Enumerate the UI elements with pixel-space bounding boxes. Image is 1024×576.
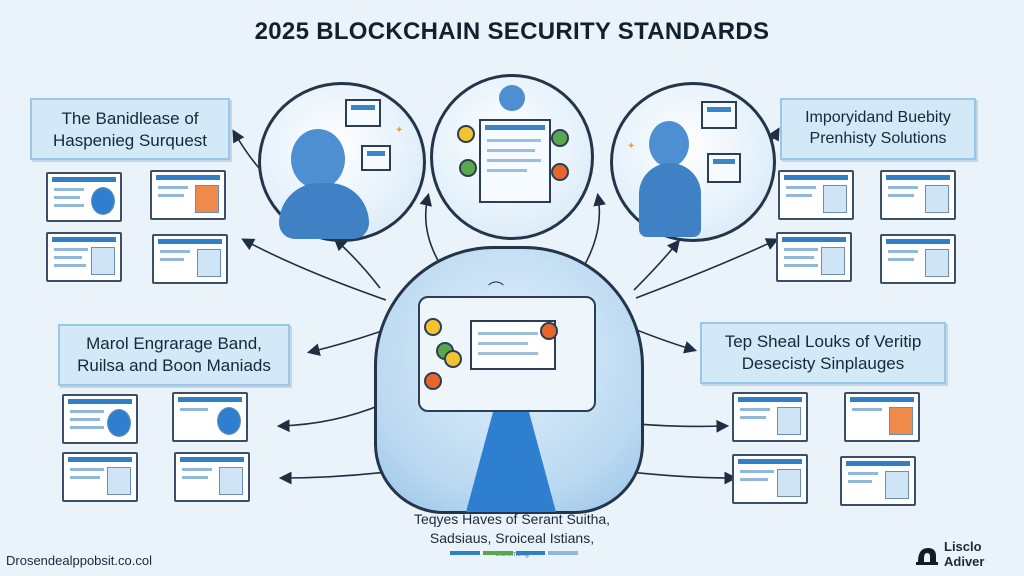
document-thumbnail xyxy=(844,392,920,442)
brand-name: Lisclo Adiver xyxy=(944,539,985,569)
box-line: Ruilsa and Boon Maniads xyxy=(77,356,271,376)
coin-icon xyxy=(424,372,442,390)
coin-icon xyxy=(551,129,569,147)
signal-icon: ⌒ xyxy=(488,282,505,299)
box-line: The Banidlease of xyxy=(61,109,199,128)
globe-icon xyxy=(499,85,525,111)
document-thumbnail xyxy=(880,170,956,220)
coin-icon xyxy=(444,350,462,368)
document-thumbnail xyxy=(46,232,122,282)
footer-url[interactable]: Drosendealppobsit.co.col xyxy=(6,553,152,568)
document-thumbnail xyxy=(150,170,226,220)
coin-icon xyxy=(424,318,442,336)
person-body-icon xyxy=(639,163,701,237)
coin-icon xyxy=(540,322,558,340)
document-thumbnail xyxy=(778,170,854,220)
document-thumbnail xyxy=(732,454,808,504)
box-line: Desecisty Sinplauges xyxy=(741,354,905,374)
document-thumbnail xyxy=(172,392,248,442)
caption-line: Teqyes Haves of Serant Suitha, xyxy=(413,511,611,527)
bubble-person-left: ✦ xyxy=(258,82,426,242)
document-screen-icon xyxy=(479,119,551,203)
document-thumbnail xyxy=(174,452,250,502)
mini-screen-icon xyxy=(701,101,737,129)
document-thumbnail xyxy=(46,172,122,222)
label-box-mid-right: Tep Sheal Louks of Veritip Desecisty Sin… xyxy=(700,322,946,384)
box-line: Marol Engrarage Band, xyxy=(86,334,262,353)
footer-brand: Lisclo Adiver xyxy=(914,539,1024,569)
bubble-document-center xyxy=(430,74,594,240)
person-head-icon xyxy=(291,129,345,189)
document-thumbnail xyxy=(62,452,138,502)
person-head-icon xyxy=(649,121,689,167)
label-box-top-left: The Banidlease of Haspenieg Surquest xyxy=(30,98,230,160)
coin-icon xyxy=(459,159,477,177)
mini-screen-icon xyxy=(361,145,391,171)
mini-screen-icon xyxy=(707,153,741,183)
coin-icon xyxy=(457,125,475,143)
document-thumbnail xyxy=(732,392,808,442)
sparkle-icon: ✦ xyxy=(627,141,636,152)
person-body-icon xyxy=(279,183,369,239)
document-thumbnail xyxy=(880,234,956,284)
document-thumbnail xyxy=(776,232,852,282)
document-thumbnail xyxy=(840,456,916,506)
bubble-person-right: ✦ xyxy=(610,82,776,242)
mini-screen-icon xyxy=(345,99,381,127)
brand-logo-icon xyxy=(914,542,940,566)
box-line: Imporyidand Buebity xyxy=(805,109,951,126)
box-line: Haspenieg Surquest xyxy=(52,131,208,151)
document-thumbnail xyxy=(152,234,228,284)
caption-line: Sadsiaus, Sroiceal Istians, xyxy=(429,529,595,546)
page-title: 2025 BLOCKCHAIN SECURITY STANDARDS xyxy=(254,18,770,45)
document-thumbnail xyxy=(62,394,138,444)
coin-icon xyxy=(551,163,569,181)
box-line: Tep Sheal Louks of Veritip xyxy=(724,332,922,351)
label-box-top-right: Imporyidand Buebity Prenhisty Solutions xyxy=(780,98,976,160)
sparkle-icon: ✦ xyxy=(395,125,404,136)
box-line: Prenhisty Solutions xyxy=(809,129,947,147)
label-box-mid-left: Marol Engrarage Band, Ruilsa and Boon Ma… xyxy=(58,324,290,386)
color-legend-bars xyxy=(450,551,578,555)
